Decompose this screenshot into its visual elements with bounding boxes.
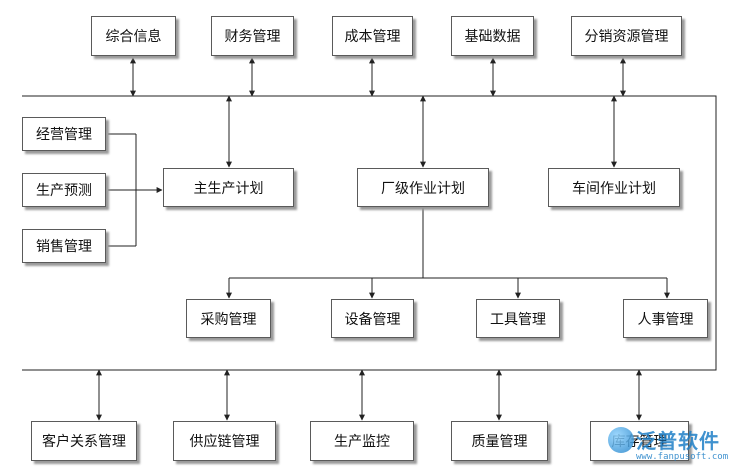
node-base-data: 基础数据 bbox=[451, 16, 534, 56]
node-inventory-mgmt: 库存管理 bbox=[590, 421, 689, 461]
node-finance-mgmt: 财务管理 bbox=[211, 16, 294, 56]
node-quality-mgmt: 质量管理 bbox=[451, 421, 548, 461]
node-business-mgmt: 经营管理 bbox=[22, 117, 106, 151]
node-hr-mgmt: 人事管理 bbox=[623, 299, 708, 338]
node-equipment-mgmt: 设备管理 bbox=[331, 299, 414, 338]
node-workshop-operation-plan: 车间作业计划 bbox=[548, 168, 680, 207]
node-crm: 客户关系管理 bbox=[31, 421, 137, 461]
node-cost-mgmt: 成本管理 bbox=[332, 16, 413, 56]
node-distribution-resource-mgmt: 分销资源管理 bbox=[571, 16, 682, 56]
node-production-forecast: 生产预测 bbox=[22, 173, 106, 207]
node-production-monitoring: 生产监控 bbox=[310, 421, 414, 461]
node-factory-operation-plan: 厂级作业计划 bbox=[357, 168, 489, 207]
node-purchasing-mgmt: 采购管理 bbox=[186, 299, 271, 338]
node-master-production-plan: 主生产计划 bbox=[163, 168, 294, 207]
node-integrated-info: 综合信息 bbox=[91, 16, 176, 56]
node-tool-mgmt: 工具管理 bbox=[476, 299, 560, 338]
node-supply-chain-mgmt: 供应链管理 bbox=[173, 421, 276, 461]
node-sales-mgmt: 销售管理 bbox=[22, 229, 106, 263]
